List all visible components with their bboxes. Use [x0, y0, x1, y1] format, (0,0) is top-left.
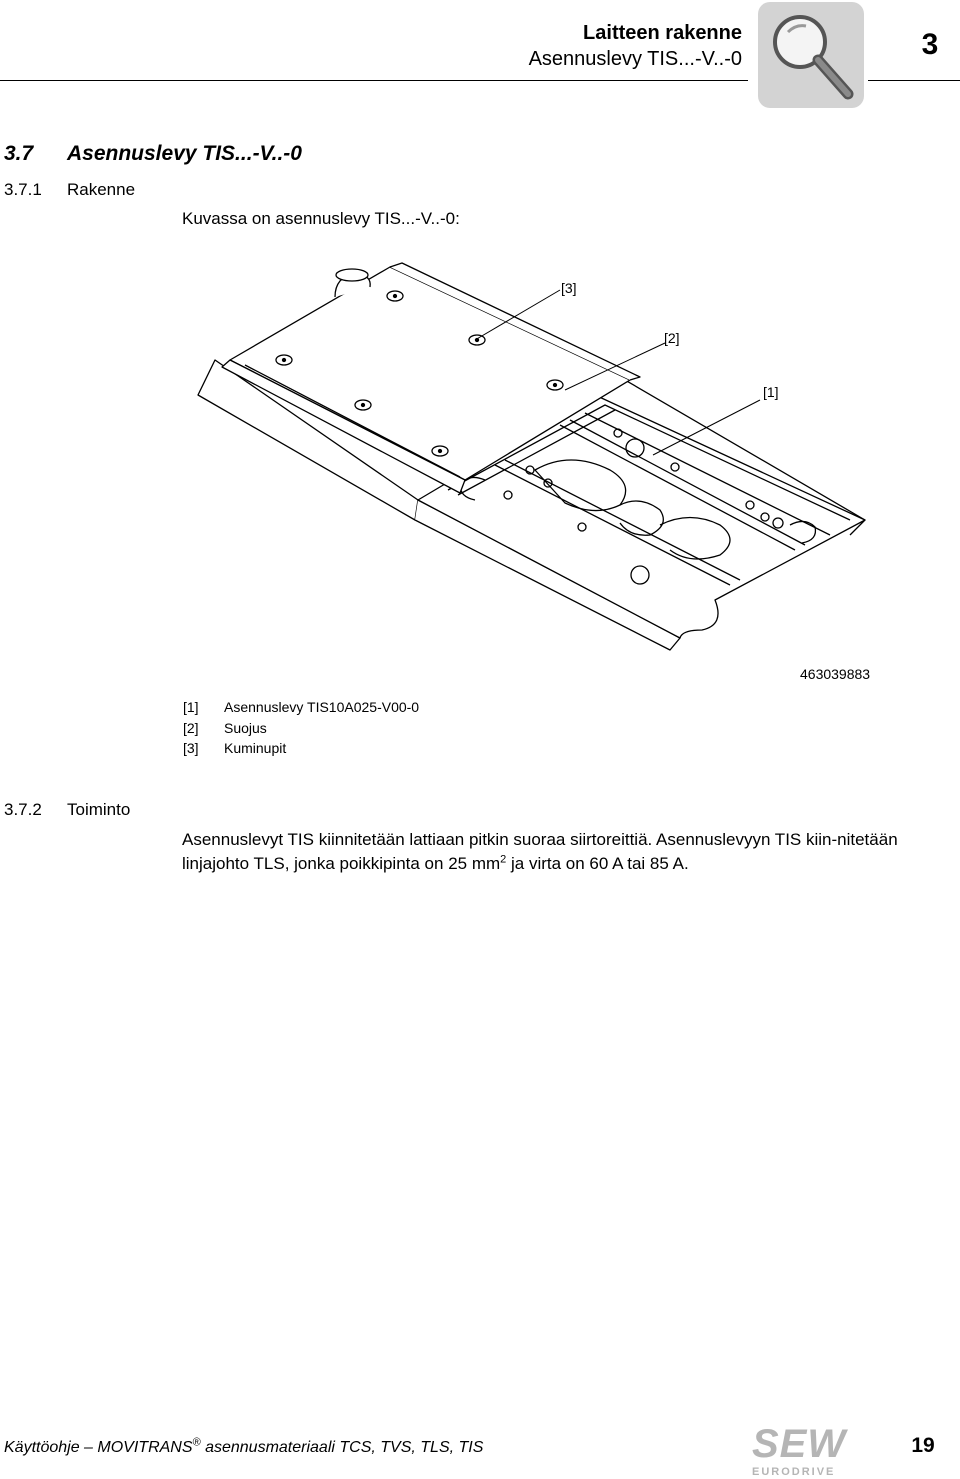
header-rule-right: [868, 80, 960, 81]
legend-text: Kuminupit: [224, 740, 287, 756]
header-title: Laitteen rakenne: [583, 22, 742, 44]
subsection-title: Toiminto: [67, 800, 131, 819]
legend-text: Asennuslevy TIS10A025-V00-0: [224, 699, 420, 715]
para-superscript: 2: [500, 853, 507, 866]
subsection-title: Rakenne: [67, 180, 136, 199]
magnifier-icon: [758, 2, 864, 108]
legend-item: [3] Kuminupit: [183, 740, 286, 756]
sew-logo-sub: EURODRIVE: [752, 1466, 836, 1478]
subsection-number: 3.7.2: [4, 800, 42, 819]
intro-text: Kuvassa on asennuslevy TIS...-V..-0:: [182, 209, 460, 228]
legend-key: [3]: [183, 740, 199, 756]
figure-id: 463039883: [800, 666, 871, 682]
callout-1: [1]: [763, 384, 779, 400]
legend-item: [1] Asennuslevy TIS10A025-V00-0: [183, 699, 419, 715]
footer-doc-suffix: asennusmateriaali TCS, TVS, TLS, TIS: [200, 1439, 484, 1456]
legend-key: [1]: [183, 699, 199, 715]
subsection-number: 3.7.1: [4, 180, 42, 199]
chapter-number: 3: [921, 28, 939, 61]
function-paragraph: Asennuslevyt TIS kiinnitetään lattiaan p…: [182, 828, 902, 876]
legend-text: Suojus: [224, 720, 267, 736]
header-rule: [0, 80, 748, 81]
callout-2: [2]: [664, 330, 680, 346]
sew-logo: SEW: [752, 1422, 847, 1466]
footer-reg-mark: ®: [192, 1436, 201, 1449]
callout-3: [3]: [561, 280, 577, 296]
section-number: 3.7: [4, 142, 34, 165]
mounting-plate-drawing: [190, 255, 890, 660]
header-subtitle: Asennuslevy TIS...-V..-0: [528, 48, 742, 70]
footer-doc-title: Käyttöohje – MOVITRANS® asennusmateriaal…: [4, 1436, 484, 1457]
para-text: Asennuslevyt TIS kiinnitetään lattiaan p…: [182, 830, 898, 873]
section-title: Asennuslevy TIS...-V..-0: [67, 142, 302, 165]
legend-key: [2]: [183, 720, 199, 736]
page-number: 19: [911, 1434, 935, 1457]
para-text-end: ja virta on 60 A tai 85 A.: [506, 854, 689, 873]
legend-item: [2] Suojus: [183, 720, 267, 736]
footer-doc-prefix: Käyttöohje – MOVITRANS: [4, 1439, 193, 1456]
